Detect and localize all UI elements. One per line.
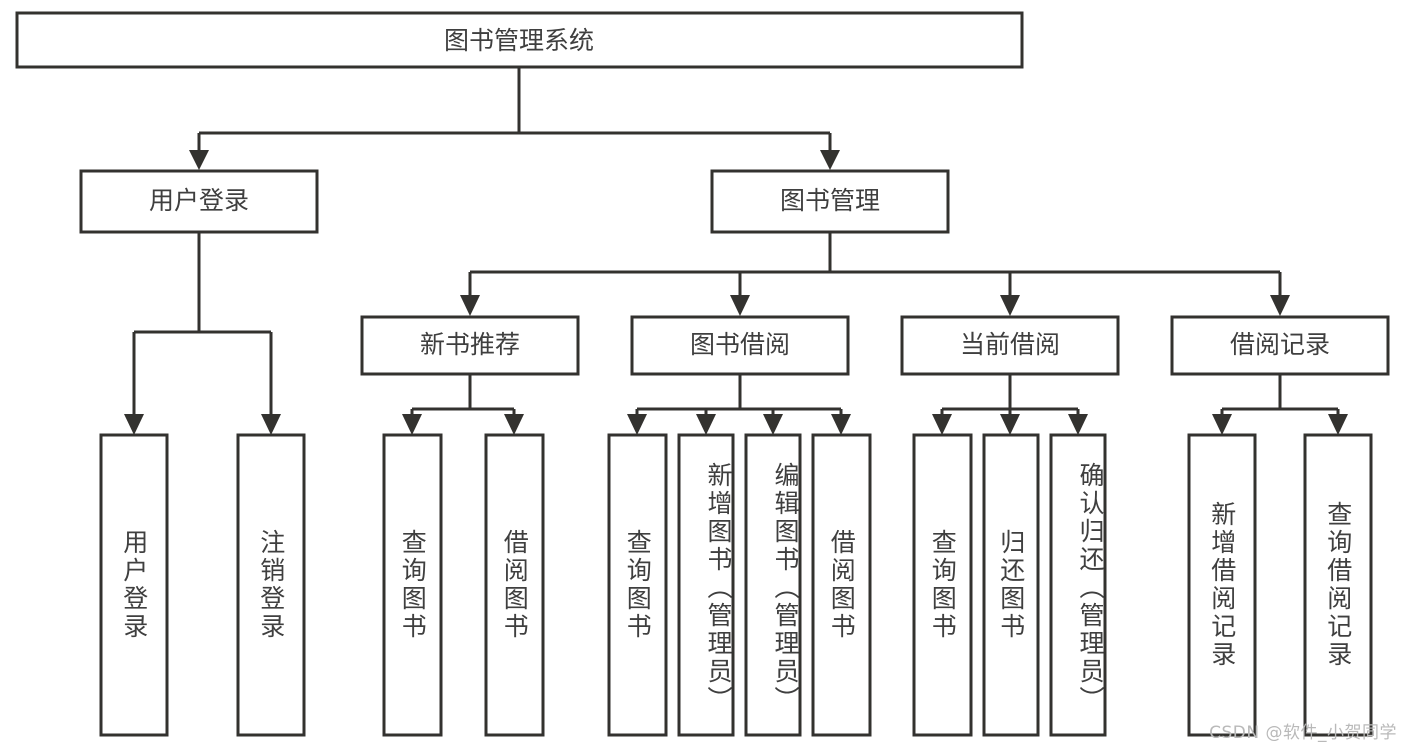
leaf-box-add-book-admin[interactable] xyxy=(677,433,735,737)
connector-new-book-recommend-to-leaves xyxy=(402,374,524,435)
arrow-head-icon xyxy=(1270,295,1290,316)
connector-book-management-to-level3 xyxy=(460,232,1290,316)
node-current-borrow[interactable]: 当前借阅 xyxy=(900,315,1120,376)
node-current-borrow-box[interactable] xyxy=(900,315,1120,376)
node-current-borrow-label: 当前借阅 xyxy=(960,330,1060,359)
leaf-box-edit-book-admin[interactable] xyxy=(744,433,802,737)
arrow-head-icon xyxy=(1000,414,1020,435)
node-new-book-recommend-box[interactable] xyxy=(360,315,580,376)
arrow-head-icon xyxy=(763,414,783,435)
node-user-login-label: 用户登录 xyxy=(149,186,249,215)
node-user-login[interactable]: 用户登录 xyxy=(79,169,319,234)
connector-borrow-record-to-leaves xyxy=(1212,374,1348,435)
connector-current-borrow-to-leaves xyxy=(932,374,1088,435)
node-root-label: 图书管理系统 xyxy=(444,26,594,55)
node-borrow-record-label: 借阅记录 xyxy=(1230,330,1330,359)
leaf-box-query-book-3[interactable] xyxy=(912,433,973,737)
leaf-box-logout[interactable] xyxy=(236,433,306,737)
node-borrow-record[interactable]: 借阅记录 xyxy=(1170,315,1390,376)
leaf-box-return-book[interactable] xyxy=(982,433,1040,737)
arrow-head-icon xyxy=(820,150,840,170)
connector-user-login-to-leaves xyxy=(124,232,281,435)
arrow-head-icon xyxy=(831,414,851,435)
arrow-head-icon xyxy=(696,414,716,435)
arrow-head-icon xyxy=(504,414,524,435)
node-book-borrow[interactable]: 图书借阅 xyxy=(630,315,850,376)
arrow-head-icon xyxy=(1328,414,1348,435)
leaf-box-confirm-return-admin[interactable] xyxy=(1049,433,1107,737)
watermark-text: CSDN @软件_小贺同学 xyxy=(1209,723,1397,743)
node-root[interactable]: 图书管理系统 xyxy=(15,11,1024,69)
connector-book-borrow-to-leaves xyxy=(627,374,851,435)
arrow-head-icon xyxy=(730,295,750,316)
node-new-book-recommend[interactable]: 新书推荐 xyxy=(360,315,580,376)
node-root-box[interactable] xyxy=(15,11,1024,69)
leaf-box-borrow-book-1[interactable] xyxy=(484,433,545,737)
arrow-head-icon xyxy=(124,414,144,435)
leaf-box-query-book-1[interactable] xyxy=(382,433,443,737)
connector-root-to-level2 xyxy=(189,67,840,170)
leaf-box-user-login[interactable] xyxy=(99,433,169,737)
arrow-head-icon xyxy=(1068,414,1088,435)
leaf-box-add-borrow-record[interactable] xyxy=(1187,433,1257,737)
node-new-book-recommend-label: 新书推荐 xyxy=(420,330,520,359)
node-book-management[interactable]: 图书管理 xyxy=(710,169,950,234)
arrow-head-icon xyxy=(261,414,281,435)
arrow-head-icon xyxy=(1000,295,1020,316)
arrow-head-icon xyxy=(932,414,952,435)
leaf-box-query-book-2[interactable] xyxy=(607,433,668,737)
arrow-head-icon xyxy=(627,414,647,435)
arrow-head-icon xyxy=(1212,414,1232,435)
node-user-login-box[interactable] xyxy=(79,169,319,234)
arrow-head-icon xyxy=(460,295,480,316)
node-book-management-label: 图书管理 xyxy=(780,186,880,215)
leaf-box-borrow-book-2[interactable] xyxy=(811,433,872,737)
arrow-head-icon xyxy=(402,414,422,435)
node-book-borrow-label: 图书借阅 xyxy=(690,330,790,359)
leaf-box-query-borrow-record[interactable] xyxy=(1303,433,1373,737)
arrow-head-icon xyxy=(189,150,209,170)
